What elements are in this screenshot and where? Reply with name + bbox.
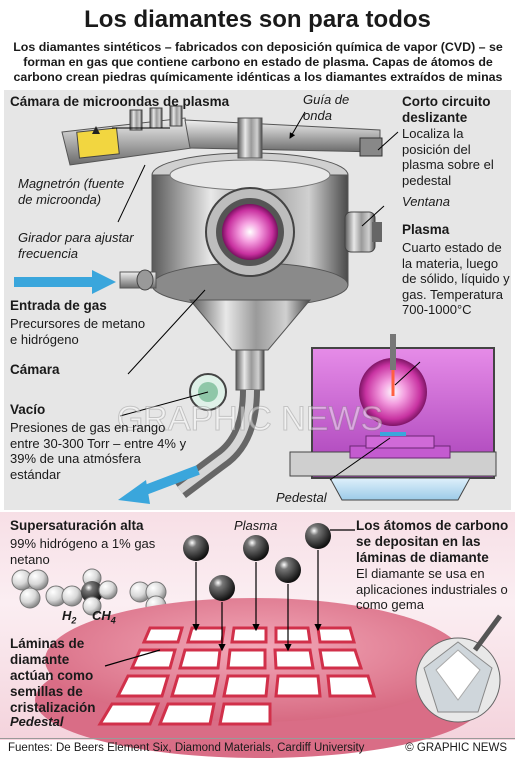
intro-text: Los diamantes sintéticos – fabricados co… [13, 40, 503, 84]
vacuum-outlet-arrow [138, 465, 200, 497]
carbon-atoms [183, 523, 331, 601]
label-gas-inlet-text: Precursores de metano e hidrógeno [10, 316, 146, 347]
page-title: Los diamantes son para todos [84, 6, 431, 33]
label-carbon-title: Los átomos de carbono se depositan en la… [356, 518, 509, 565]
label-magnetron: Magnetrón (fuente de microonda) [18, 176, 125, 207]
label-window: Ventana [402, 194, 450, 209]
waveguide [184, 119, 383, 157]
footer-rule [0, 738, 515, 739]
label-plasma-text: Cuarto estado de la materia, luego de só… [402, 240, 510, 317]
diamond-gem [415, 614, 503, 723]
label-carbon-text: El diamante se usa en aplicaciones indus… [356, 566, 508, 612]
molecule-h2 [11, 569, 83, 609]
label-pedestal-top: Pedestal [276, 490, 327, 505]
label-tuner: Girador para ajustar frecuencia [18, 230, 134, 261]
label-short-circuit-text: Localiza la posición del plasma sobre el… [402, 126, 494, 188]
label-supersat-text: 99% hidrógeno a 1% gas netano [10, 536, 156, 567]
label-chamber-title: Cámara de microondas de plasma [10, 94, 230, 109]
watermark: GRAPHIC NEWS [117, 400, 383, 438]
label-h2: H2 [62, 608, 77, 626]
label-pedestal-bottom: Pedestal [10, 714, 64, 729]
footer-sources: Fuentes: De Beers Element Six, Diamond M… [8, 742, 365, 754]
pedestal-disk [35, 598, 485, 758]
label-short-circuit-title: Corto circuito deslizante [402, 94, 491, 125]
footer-copyright: © GRAPHIC NEWS [405, 742, 507, 754]
label-camara: Cámara [10, 362, 60, 377]
reactor-chamber [119, 117, 382, 498]
label-waveguide: Guía de onda [303, 92, 350, 123]
label-ch4: CH4 [92, 608, 116, 626]
magnetron [61, 105, 193, 166]
label-supersat-title: Supersaturación alta [10, 518, 144, 533]
label-vacuum-title: Vacío [10, 402, 46, 417]
label-vacuum-text: Presiones de gas en rango entre 30-300 T… [10, 420, 187, 482]
plasma-cross-section [289, 334, 497, 501]
label-sheets-title: Láminas de diamante actúan como semillas… [10, 636, 96, 715]
label-gas-inlet-title: Entrada de gas [10, 298, 107, 313]
pointer-lines [112, 111, 421, 481]
deposition-arrows [104, 529, 355, 667]
label-plasma-bottom: Plasma [234, 518, 278, 533]
label-plasma-title: Plasma [402, 222, 450, 237]
diamond-sheets [97, 626, 377, 726]
